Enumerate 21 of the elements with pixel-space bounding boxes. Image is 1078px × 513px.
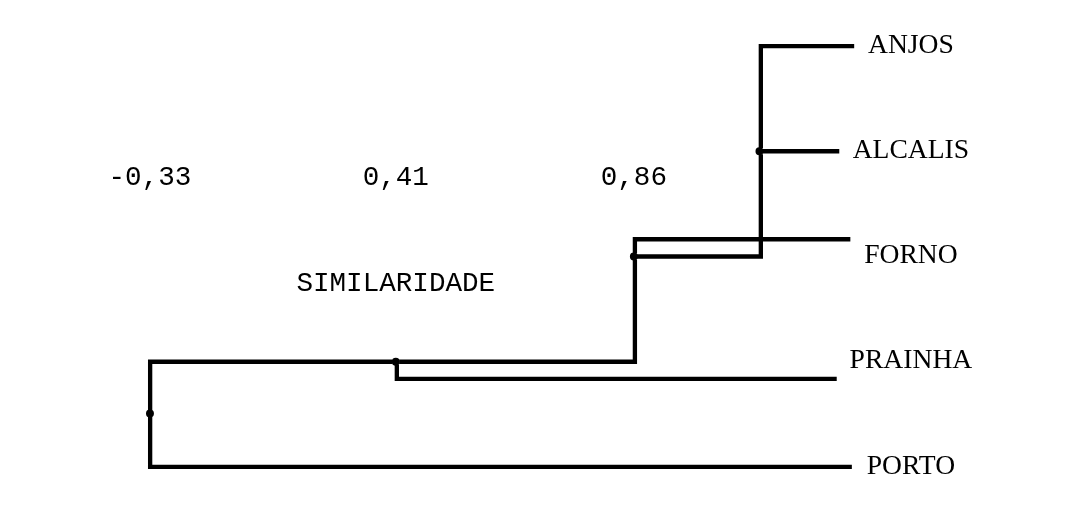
- connector: [147, 417, 852, 470]
- connector: [636, 154, 763, 259]
- connector: [398, 259, 637, 364]
- label: 0,41: [362, 162, 429, 194]
- connector: [758, 43, 854, 149]
- node-text: PORTO: [866, 448, 955, 480]
- node-point: [145, 409, 154, 418]
- label: -0,33: [108, 162, 191, 194]
- node-text: ANJOS: [867, 27, 954, 59]
- node-point: [629, 252, 638, 261]
- label: SIMILARIDADE: [295, 267, 495, 299]
- connector: [147, 359, 392, 411]
- node-point: [755, 147, 763, 156]
- node-point: [391, 357, 400, 366]
- connector: [632, 237, 850, 254]
- connector: [394, 365, 837, 381]
- connector: [762, 149, 839, 154]
- node-text: PRAINHA: [849, 343, 972, 375]
- node-text: FORNO: [863, 238, 958, 270]
- label: 0,86: [600, 162, 667, 194]
- node-text: ALCALIS: [852, 132, 969, 164]
